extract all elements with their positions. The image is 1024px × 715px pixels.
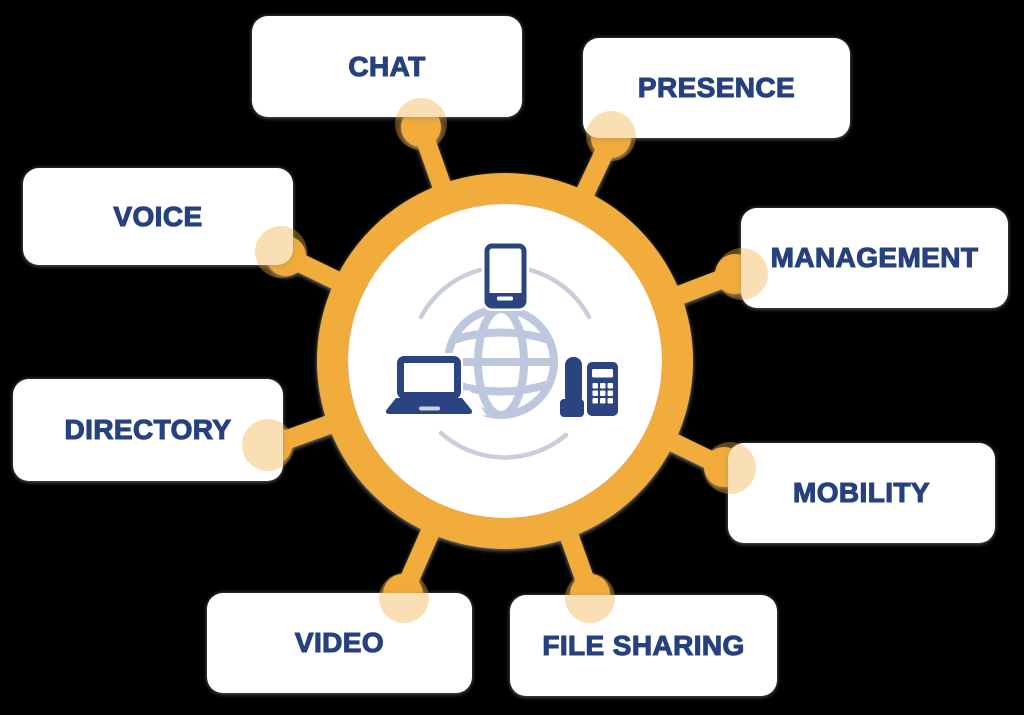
hub-wheel [252,107,755,614]
spoke-caps [252,107,755,614]
node-box-voice: VOICE [23,168,293,265]
spokes [268,123,739,598]
keypad-dots [592,383,613,404]
smartphone-icon [482,241,529,311]
hub-inner-disc [348,204,662,518]
spoke-file-sharing [553,512,599,598]
node-box-video: VIDEO [207,593,472,693]
laptop-base [385,398,473,414]
node-label-chat: CHAT [348,50,426,82]
hub-ring [317,173,693,549]
phone-body [587,362,618,416]
handset [565,357,582,405]
node-label-video: VIDEO [294,626,385,658]
desk-phone-icon [557,354,621,420]
node-box-directory: DIRECTORY [13,379,283,481]
node-label-directory: DIRECTORY [64,413,232,445]
orbit-arc-upper-left [418,267,483,320]
spoke-chat [412,123,458,210]
orbit-arc-bottom [438,430,569,460]
node-box-file-sharing: FILE SHARING [510,595,777,696]
node-box-management: MANAGEMENT [741,208,1008,308]
phone-bottom-band [489,293,522,304]
spoke-voice [281,247,361,299]
node-box-chat: CHAT [252,16,522,117]
spoke-directory [268,408,354,454]
spoke-management [655,265,739,312]
node-box-mobility: MOBILITY [728,443,995,543]
spoke-presence [567,133,620,217]
node-label-voice: VOICE [113,200,203,232]
orbit-arc-upper-right [527,267,592,320]
node-label-mobility: MOBILITY [792,476,930,508]
phone-screen [592,369,613,378]
phone-speaker-slot [497,296,513,301]
halo-circles [242,98,768,623]
node-label-file-sharing: FILE SHARING [542,629,745,661]
node-label-presence: PRESENCE [637,71,796,103]
spoke-mobility [649,424,729,476]
globe-icon [444,305,558,419]
desk-phone-halo [557,354,621,420]
node-label-management: MANAGEMENT [770,241,979,273]
spoke-video [394,508,448,598]
handset-cradle [560,399,584,417]
node-box-presence: PRESENCE [583,38,850,138]
laptop-icon [373,353,487,416]
orbit-arcs [418,267,592,460]
laptop-notch [419,406,440,411]
